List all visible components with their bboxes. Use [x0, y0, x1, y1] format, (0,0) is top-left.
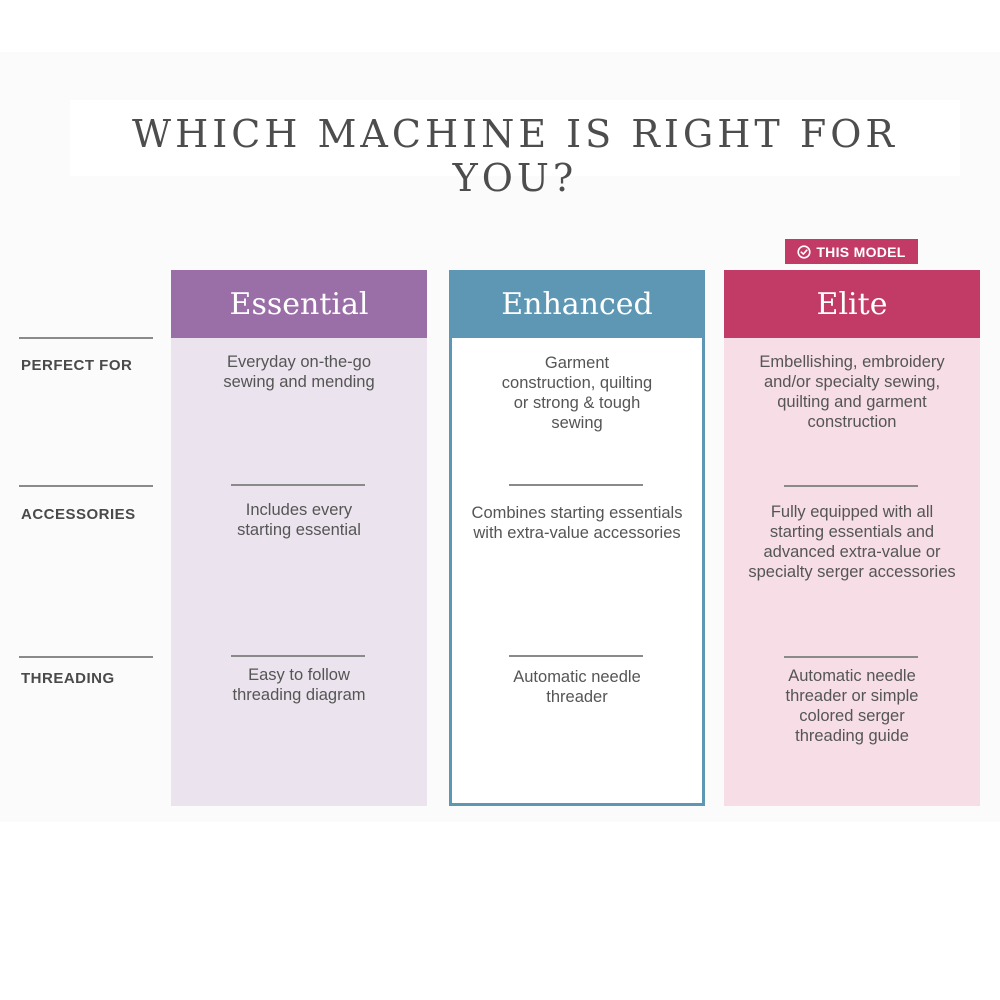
- row-label-accessories: ACCESSORIES: [21, 506, 136, 523]
- cell-perfect-for: Garment construction, quilting or strong…: [501, 354, 653, 432]
- row-label-threading: THREADING: [21, 670, 115, 687]
- row-divider: [19, 656, 153, 658]
- column-header-essential: Essential: [171, 270, 427, 338]
- row-label-perfect-for: PERFECT FOR: [21, 357, 133, 374]
- cell-divider: [231, 484, 365, 486]
- row-divider: [19, 485, 153, 487]
- title-box: [70, 100, 960, 176]
- row-divider: [19, 337, 153, 339]
- cell-accessories: Combines starting essentials with extra-…: [471, 504, 683, 542]
- page-title: WHICH MACHINE IS RIGHT FOR YOU?: [132, 112, 898, 200]
- cell-divider: [509, 484, 643, 486]
- cell-divider: [784, 656, 918, 658]
- column-header-elite: Elite: [724, 270, 980, 338]
- cell-accessories: Fully equipped with all starting essenti…: [748, 503, 956, 581]
- badge-label: THIS MODEL: [816, 243, 906, 260]
- cell-threading: Automatic needle threader: [513, 668, 641, 706]
- cell-threading: Automatic needle threader or simple colo…: [785, 667, 919, 745]
- column-enhanced: Enhanced Garment construction, quilting …: [449, 270, 705, 806]
- column-essential: Essential Everyday on-the-go sewing and …: [171, 270, 427, 806]
- column-elite: Elite Embellishing, embroidery and/or sp…: [724, 270, 980, 806]
- cell-accessories: Includes every starting essential: [237, 501, 361, 539]
- cell-perfect-for: Embellishing, embroidery and/or specialt…: [759, 353, 945, 431]
- cell-perfect-for: Everyday on-the-go sewing and mending: [223, 353, 375, 391]
- check-circle-icon: [797, 244, 811, 259]
- cell-threading: Easy to follow threading diagram: [232, 666, 366, 704]
- this-model-badge: THIS MODEL: [785, 239, 918, 264]
- column-header-enhanced: Enhanced: [449, 270, 705, 338]
- cell-divider: [784, 485, 918, 487]
- cell-divider: [231, 655, 365, 657]
- cell-divider: [509, 655, 643, 657]
